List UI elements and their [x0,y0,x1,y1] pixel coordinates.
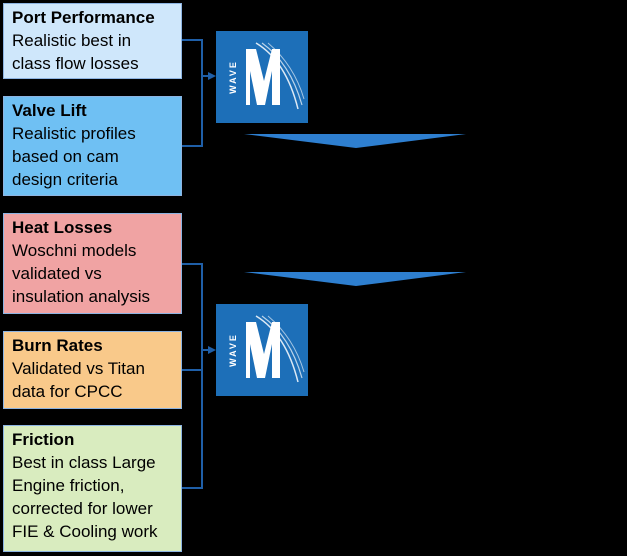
card-title: Burn Rates [12,336,103,355]
chevron-down-icon [244,272,466,286]
card-text-line: data for CPCC [12,382,123,401]
card-burn-rates: Burn Rates Validated vs Titan data for C… [3,331,182,409]
wave-logo-text: WAVE [228,60,238,94]
card-port-performance: Port Performance Realistic best in class… [3,3,182,79]
connector-line [182,39,203,147]
card-text-line: design criteria [12,170,118,189]
connector-line [182,263,203,489]
arrow-head-icon [208,346,216,354]
card-text-line: Realistic best in [12,31,132,50]
card-heat-losses: Heat Losses Woschni models validated vs … [3,213,182,314]
wave-logo-icon: WAVE [216,304,308,396]
card-text-line: Validated vs Titan [12,359,145,378]
card-text-line: class flow losses [12,54,139,73]
card-text-line: Woschni models [12,241,137,260]
card-text-line: FIE & Cooling work [12,522,158,541]
arrow-head-icon [208,72,216,80]
card-text-line: insulation analysis [12,287,150,306]
card-text-line: Engine friction, [12,476,125,495]
card-title: Friction [12,430,75,449]
wave-logo-text: WAVE [228,333,238,367]
card-text-line: based on cam [12,147,119,166]
card-friction: Friction Best in class Large Engine fric… [3,425,182,552]
card-title: Heat Losses [12,218,113,237]
card-text-line: corrected for lower [12,499,153,518]
chevron-down-icon [244,134,466,148]
card-text-line: Best in class Large [12,453,156,472]
card-valve-lift: Valve Lift Realistic profiles based on c… [3,96,182,196]
wave-logo-icon: WAVE [216,31,308,123]
card-title: Port Performance [12,8,155,27]
card-title: Valve Lift [12,101,87,120]
card-text-line: Realistic profiles [12,124,136,143]
card-text-line: validated vs [12,264,102,283]
